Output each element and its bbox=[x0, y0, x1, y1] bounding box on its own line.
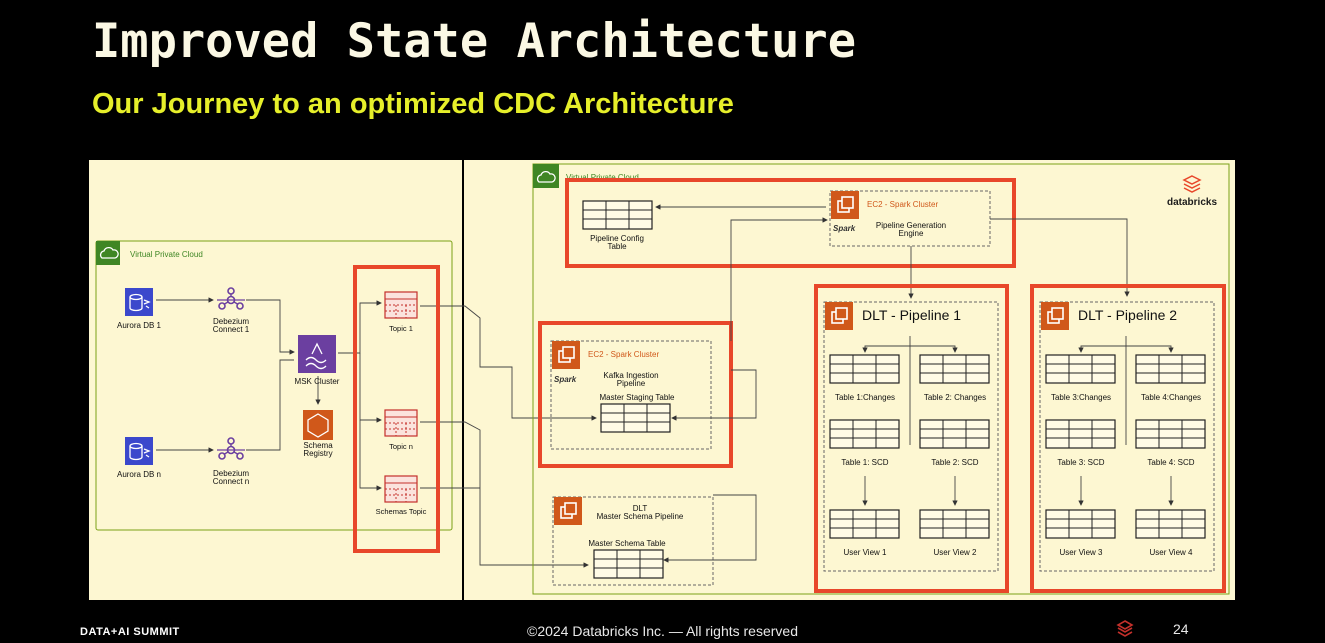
slide-title: Improved State Architecture bbox=[92, 14, 857, 69]
user-view-label: User View 2 bbox=[934, 548, 978, 557]
cloud-lock-icon bbox=[96, 241, 120, 265]
table-icon bbox=[919, 419, 990, 449]
ec2-icon bbox=[553, 496, 583, 526]
left-vpc-label: Virtual Private Cloud bbox=[130, 250, 203, 259]
right-vpc-label: Virtual Private Cloud bbox=[566, 173, 639, 182]
pipeline-box bbox=[823, 301, 999, 572]
table-icon bbox=[593, 549, 664, 579]
ingestion-cluster-label: EC2 - Spark Cluster bbox=[588, 350, 659, 359]
generation-cluster-box bbox=[829, 190, 991, 247]
spark-logo: Spark bbox=[833, 224, 856, 233]
ec2-icon bbox=[830, 190, 860, 220]
table-icon bbox=[1135, 509, 1206, 539]
table-icon bbox=[1045, 354, 1116, 384]
aurora-db-icon bbox=[124, 287, 154, 317]
user-view-label: User View 1 bbox=[844, 548, 888, 557]
table-icon bbox=[919, 354, 990, 384]
right-vpc-box bbox=[532, 163, 1230, 595]
table-icon bbox=[919, 509, 990, 539]
user-view-label: User View 3 bbox=[1060, 548, 1104, 557]
table-icon bbox=[829, 509, 900, 539]
scd-table-label: Table 1: SCD bbox=[841, 458, 888, 467]
left-panel bbox=[89, 160, 462, 600]
schemas-topic-label: Schemas Topic bbox=[376, 507, 427, 516]
pipeline-2-highlight bbox=[1030, 284, 1226, 593]
scd-table-label: Table 4: SCD bbox=[1147, 458, 1194, 467]
topic-icon bbox=[384, 291, 418, 319]
changes-table-label: Table 3:Changes bbox=[1051, 393, 1111, 402]
table-icon bbox=[582, 200, 653, 230]
ec2-icon bbox=[1040, 301, 1070, 331]
pipeline-1-highlight bbox=[814, 284, 1009, 593]
ec2-icon bbox=[824, 301, 854, 331]
page-number: 24 bbox=[1173, 621, 1189, 637]
slide-subtitle: Our Journey to an optimized CDC Architec… bbox=[92, 88, 734, 120]
topic-n-label: Topic n bbox=[389, 442, 413, 451]
spark-logo: Spark bbox=[554, 375, 577, 384]
scd-table-label: Table 3: SCD bbox=[1057, 458, 1104, 467]
left-vpc-box bbox=[95, 240, 453, 531]
scd-table-label: Table 2: SCD bbox=[931, 458, 978, 467]
table-icon bbox=[1045, 509, 1116, 539]
aurora-db-n-label: Aurora DB n bbox=[117, 470, 161, 479]
schema-pipeline-box bbox=[552, 496, 714, 586]
master-staging-table-label: Master Staging Table bbox=[599, 393, 675, 402]
generation-highlight bbox=[565, 178, 1016, 268]
ingestion-highlight bbox=[538, 321, 733, 468]
aurora-db-1-label: Aurora DB 1 bbox=[117, 321, 162, 330]
pipeline-title: DLT - Pipeline 1 bbox=[862, 307, 961, 323]
table-icon bbox=[600, 403, 671, 433]
topic-1-label: Topic 1 bbox=[389, 324, 413, 333]
master-schema-table-label: Master Schema Table bbox=[588, 539, 666, 548]
ec2-icon bbox=[551, 340, 581, 370]
pipeline-title: DLT - Pipeline 2 bbox=[1078, 307, 1177, 323]
changes-table-label: Table 1:Changes bbox=[835, 393, 895, 402]
changes-table-label: Table 2: Changes bbox=[924, 393, 986, 402]
topics-highlight bbox=[353, 265, 440, 553]
databricks-footer-icon bbox=[1116, 620, 1134, 637]
user-view-label: User View 4 bbox=[1150, 548, 1194, 557]
changes-table-label: Table 4:Changes bbox=[1141, 393, 1201, 402]
table-icon bbox=[829, 354, 900, 384]
databricks-logo-icon bbox=[1182, 175, 1202, 193]
topic-icon bbox=[384, 409, 418, 437]
topic-icon bbox=[384, 475, 418, 503]
ingestion-cluster-box bbox=[550, 340, 712, 450]
copyright: ©2024 Databricks Inc. — All rights reser… bbox=[527, 623, 798, 639]
table-icon bbox=[829, 419, 900, 449]
table-icon bbox=[1045, 419, 1116, 449]
msk-cluster-label: MSK Cluster bbox=[295, 377, 340, 386]
generation-cluster-label: EC2 - Spark Cluster bbox=[867, 200, 938, 209]
table-icon bbox=[1135, 419, 1206, 449]
event-logo: DATA+AI SUMMIT bbox=[80, 626, 180, 638]
databricks-brand: databricks bbox=[1167, 197, 1217, 208]
aurora-db-icon bbox=[124, 436, 154, 466]
pipeline-box bbox=[1039, 301, 1215, 572]
table-icon bbox=[1135, 354, 1206, 384]
